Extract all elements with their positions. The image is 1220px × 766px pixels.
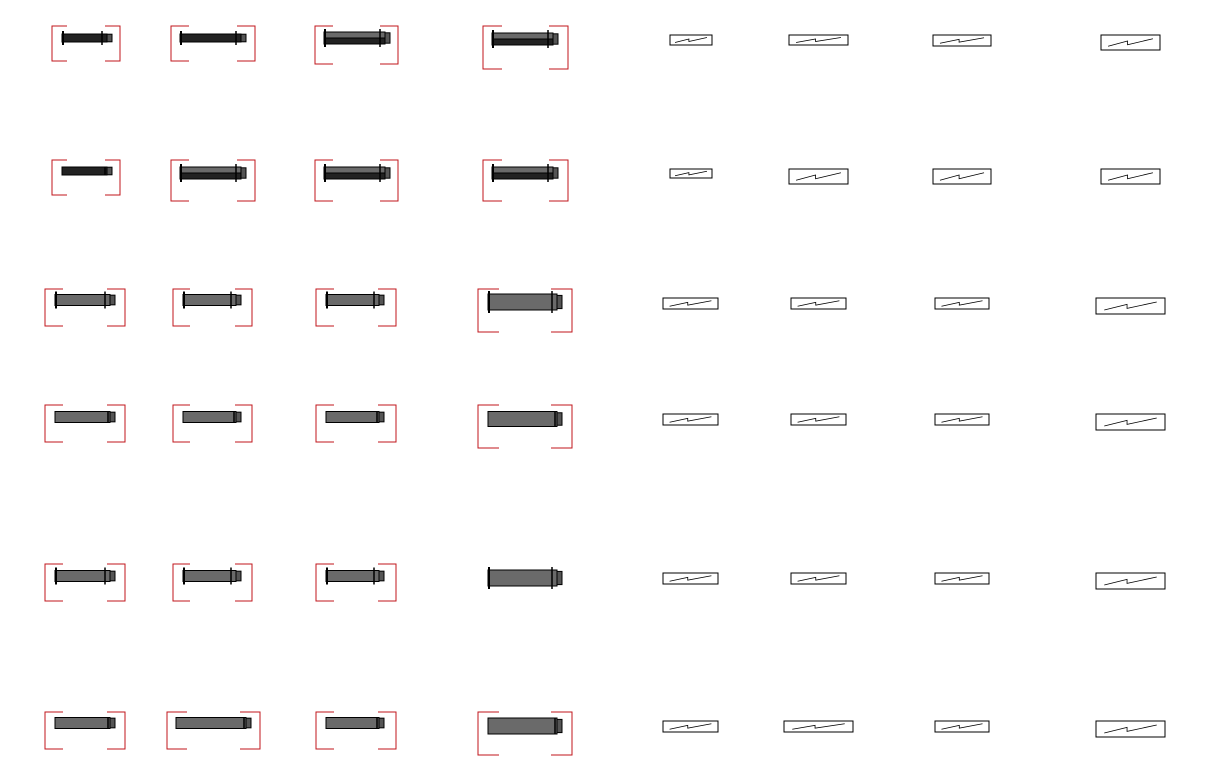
plan-symbol-r6-c3 bbox=[934, 720, 990, 733]
plan-symbol-r4-c3 bbox=[934, 413, 990, 426]
plan-symbol-r6-c4 bbox=[1095, 720, 1166, 738]
elevation-symbol-r1-c4 bbox=[482, 25, 569, 70]
elevation-symbol-r6-c3 bbox=[315, 711, 397, 750]
plan-symbol-r1-c1 bbox=[669, 34, 713, 46]
elevation-symbol-r6-c2 bbox=[166, 711, 261, 750]
plan-symbol-r2-c2 bbox=[788, 168, 849, 185]
elevation-symbol-r6-c4 bbox=[477, 711, 573, 756]
elevation-symbol-r3-c3 bbox=[315, 288, 397, 327]
plan-symbol-r1-c4 bbox=[1100, 34, 1161, 51]
elevation-symbol-r3-c1 bbox=[44, 288, 126, 327]
plan-symbol-r3-c4 bbox=[1095, 297, 1166, 315]
elevation-symbol-r6-c1 bbox=[44, 711, 126, 750]
elevation-symbol-r3-c4 bbox=[477, 288, 573, 333]
plan-symbol-r2-c1 bbox=[669, 168, 713, 179]
plan-symbol-r5-c1 bbox=[662, 572, 719, 585]
elevation-symbol-r5-c3 bbox=[315, 563, 397, 602]
plan-symbol-r4-c4 bbox=[1095, 413, 1166, 431]
elevation-symbol-r3-c2 bbox=[172, 288, 253, 327]
elevation-symbol-r1-c3 bbox=[314, 25, 399, 65]
plan-symbol-r6-c1 bbox=[662, 720, 719, 733]
elevation-symbol-r1-c2 bbox=[170, 25, 256, 62]
plan-symbol-r2-c3 bbox=[932, 168, 992, 185]
elevation-symbol-r2-c4 bbox=[482, 159, 569, 202]
plan-symbol-r5-c3 bbox=[934, 572, 990, 585]
plan-symbol-r3-c1 bbox=[662, 297, 719, 310]
elevation-symbol-r5-c4 bbox=[487, 567, 563, 589]
plan-symbol-r3-c2 bbox=[790, 297, 847, 310]
elevation-symbol-r1-c1 bbox=[51, 25, 121, 62]
plan-symbol-r4-c1 bbox=[662, 413, 719, 426]
plan-symbol-r3-c3 bbox=[934, 297, 990, 310]
plan-symbol-r5-c4 bbox=[1095, 572, 1166, 590]
elevation-symbol-r5-c2 bbox=[172, 563, 253, 602]
elevation-symbol-r4-c4 bbox=[477, 404, 573, 449]
elevation-symbol-r2-c2 bbox=[170, 159, 256, 202]
elevation-symbol-r5-c1 bbox=[44, 563, 126, 602]
elevation-symbol-r2-c3 bbox=[314, 159, 399, 202]
elevation-symbol-r4-c3 bbox=[315, 404, 397, 443]
plan-symbol-r5-c2 bbox=[790, 572, 847, 585]
plan-symbol-r1-c3 bbox=[932, 34, 992, 47]
plan-symbol-r6-c2 bbox=[783, 720, 854, 733]
elevation-symbol-r4-c1 bbox=[44, 404, 126, 443]
elevation-symbol-r2-c1 bbox=[51, 159, 121, 196]
plan-symbol-r2-c4 bbox=[1100, 168, 1161, 185]
elevation-symbols bbox=[44, 25, 573, 756]
plan-symbols bbox=[662, 34, 1166, 738]
elevation-symbol-r4-c2 bbox=[172, 404, 253, 443]
plan-symbol-r1-c2 bbox=[788, 34, 849, 46]
plan-symbol-r4-c2 bbox=[790, 413, 847, 426]
